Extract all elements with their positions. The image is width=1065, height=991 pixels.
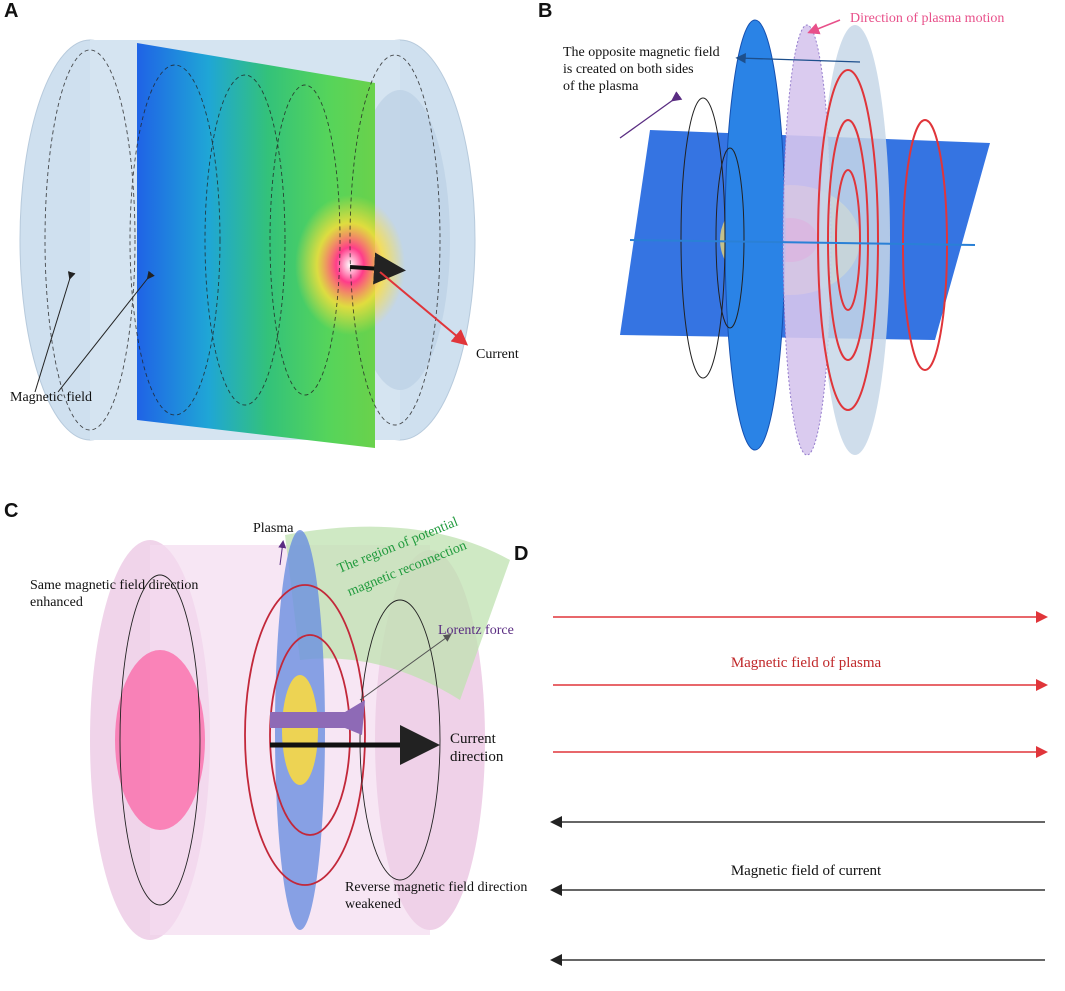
reverse-direction-label-line2: weakened <box>345 897 401 912</box>
same-direction-label-line1: Same magnetic field direction <box>30 578 199 593</box>
plasma-motion-label: Direction of plasma motion <box>850 11 1005 26</box>
plasma-field-label: Magnetic field of plasma <box>730 655 882 671</box>
panel-d-arrows <box>550 611 1048 966</box>
plasma-label: Plasma <box>253 521 294 536</box>
same-direction-label-line2: enhanced <box>30 595 83 610</box>
panel-a-cylinder <box>19 39 476 448</box>
panel-letter-c: C <box>4 500 19 522</box>
opposite-field-label-line1: The opposite magnetic field <box>563 45 720 60</box>
panel-letter-b: B <box>538 0 553 22</box>
current-field-label: Magnetic field of current <box>730 863 882 879</box>
current-direction-label-line2: direction <box>450 749 504 765</box>
current-direction-label-line1: Current <box>450 731 496 747</box>
panel-letter-d: D <box>514 543 529 565</box>
opposite-field-label-line3: of the plasma <box>563 79 639 94</box>
reverse-direction-label-line1: Reverse magnetic field direction <box>345 880 528 895</box>
magnetic-field-label: Magnetic field <box>10 390 93 405</box>
opposite-field-label-line2: is created on both sides <box>563 62 694 77</box>
panel-c-illustration <box>90 526 510 940</box>
current-label: Current <box>476 347 519 362</box>
panel-b-illustration <box>619 19 990 456</box>
panel-letter-a: A <box>4 0 19 22</box>
lorentz-force-label: Lorentz force <box>438 623 514 638</box>
